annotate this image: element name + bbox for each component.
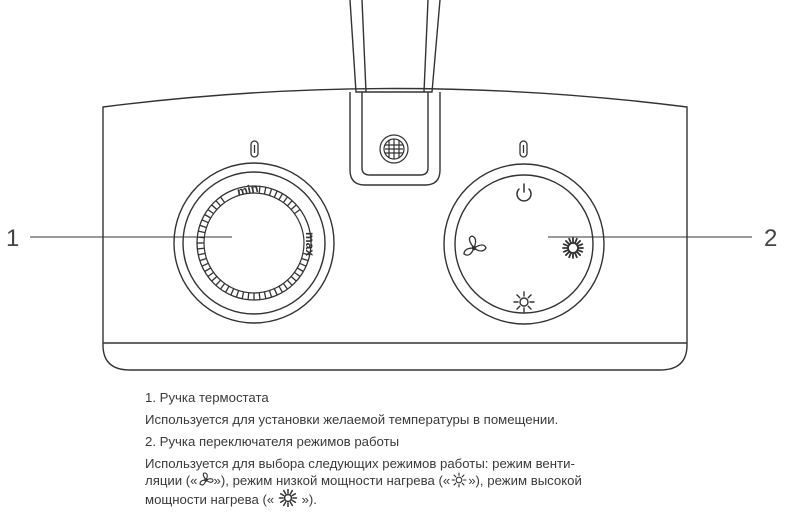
scale-tick (204, 213, 212, 219)
min-label: min (236, 181, 260, 199)
sun-high-icon (562, 237, 584, 259)
thermostat-scale (197, 186, 310, 300)
indicator-mark-icon (519, 140, 528, 158)
item1-description: Используется для установки желаемой темп… (145, 412, 559, 427)
heater-control-diagram: min max 1 2 (6, 0, 777, 371)
item1-title: 1. Ручка термостата (145, 390, 269, 405)
scale-tick (273, 288, 278, 296)
scale-tick (290, 275, 297, 282)
scale-tick (235, 290, 240, 298)
sun-low-icon (451, 472, 467, 488)
item2-text-e: »). (297, 492, 317, 507)
item2-text-c: »), режим высокой (468, 473, 582, 488)
scale-tick (263, 187, 267, 195)
scale-tick (282, 196, 289, 203)
callout-number-right: 2 (764, 225, 777, 252)
scale-tick (268, 188, 273, 196)
scale-tick (219, 196, 226, 203)
item2-text-a: ляции (« (145, 473, 198, 488)
mode-selector-knob[interactable] (443, 163, 605, 325)
scale-tick (263, 291, 267, 299)
caption-block: 1. Ручка термостата Используется для уст… (145, 390, 705, 508)
scale-tick (219, 283, 226, 290)
scale-tick (198, 252, 206, 256)
scale-tick (278, 193, 284, 201)
scale-tick (211, 204, 218, 211)
scale-tick (199, 224, 207, 229)
item2-text-d: мощности нагрева (« (145, 492, 278, 507)
heater-body (102, 87, 688, 371)
scale-tick (247, 292, 250, 300)
scale-tick (278, 285, 284, 293)
scale-tick (282, 283, 289, 290)
sun-high-icon (278, 489, 298, 507)
scale-tick (286, 279, 293, 286)
scale-tick (204, 267, 212, 273)
scale-tick (296, 267, 304, 273)
fan-icon (463, 235, 487, 256)
scale-tick (299, 262, 307, 267)
sun-low-icon (513, 291, 535, 313)
item2-title: 2. Ручка переключателя режимов работы (145, 434, 400, 449)
scale-tick (258, 186, 261, 194)
scale-tick (258, 292, 261, 300)
item2-text-b: »), режим низкой мощности нагрева (« (213, 473, 451, 488)
scale-tick (294, 208, 301, 215)
vent-grille-icon (379, 134, 409, 164)
scale-tick (301, 257, 309, 262)
scale-tick (268, 290, 273, 298)
scale-tick (302, 252, 310, 256)
indicator-mark-icon (250, 140, 259, 158)
fan-icon (198, 472, 214, 486)
scale-tick (230, 288, 235, 296)
scale-tick (201, 219, 209, 224)
max-label: max (303, 232, 317, 256)
scale-tick (215, 279, 222, 286)
power-icon (516, 183, 532, 202)
scale-tick (294, 271, 301, 278)
scale-tick (201, 262, 209, 267)
item2-description-line2: ляции (« »), режим низкой мощности нагрев… (145, 472, 705, 489)
scale-tick (198, 230, 206, 234)
scale-tick (211, 275, 218, 282)
scale-tick (207, 271, 214, 278)
scale-tick (241, 291, 245, 299)
thermostat-knob[interactable]: min max (173, 162, 335, 324)
scale-tick (273, 190, 278, 198)
scale-tick (224, 285, 230, 293)
scale-tick (215, 200, 222, 207)
scale-tick (199, 257, 207, 262)
scale-tick (197, 247, 205, 250)
item2-description-line1: Используется для выбора следующих режимо… (145, 456, 575, 471)
handle (349, 0, 441, 186)
callout-number-left: 1 (6, 225, 19, 252)
scale-tick (290, 204, 297, 211)
scale-tick (286, 200, 293, 207)
item2-description-line3: мощности нагрева (« »). (145, 489, 705, 508)
scale-tick (207, 208, 214, 215)
